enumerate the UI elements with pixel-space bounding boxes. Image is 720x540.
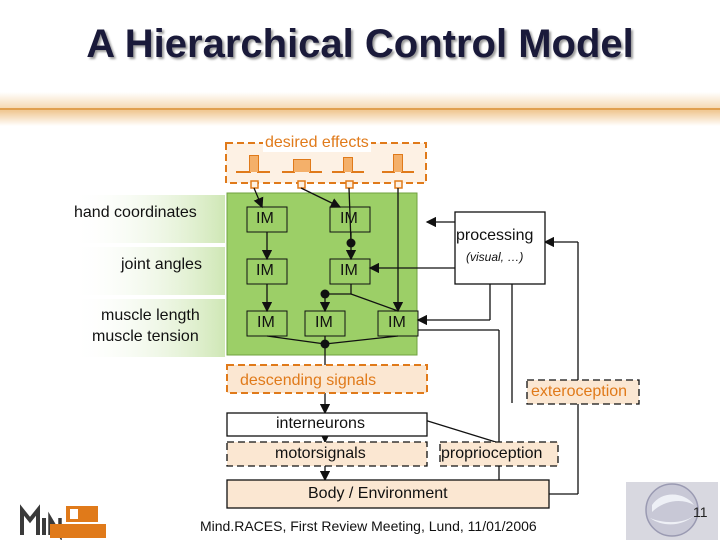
- im-label-5: IM: [257, 314, 275, 331]
- im-label-3: IM: [256, 262, 274, 279]
- processing-sub-label: (visual, …): [466, 250, 524, 264]
- page-number: 11: [693, 504, 708, 520]
- slide-title: A Hierarchical Control Model: [86, 22, 634, 66]
- proprioception-box: [439, 441, 559, 467]
- slide-footer: Mind.RACES, First Review Meeting, Lund, …: [200, 518, 537, 534]
- motorsignals-label: motorsignals: [275, 445, 366, 462]
- descending-signals-label: descending signals: [240, 372, 377, 389]
- im-box-5: [246, 310, 288, 337]
- exteroception-box: [526, 379, 640, 405]
- descending-signals-box: [226, 364, 428, 394]
- title-rule: [0, 108, 720, 110]
- im-label-2: IM: [340, 210, 358, 227]
- level-bg-hand: [70, 195, 225, 243]
- im-label-6: IM: [315, 314, 333, 331]
- proprioception-label: proprioception: [441, 445, 543, 462]
- body-environment-label: Body / Environment: [308, 485, 448, 502]
- level-muscle-tension: muscle tension: [92, 328, 199, 345]
- im-label-1: IM: [256, 210, 274, 227]
- level-muscle-length: muscle length: [101, 307, 200, 324]
- level-joint-angles: joint angles: [121, 256, 202, 273]
- exteroception-label: exteroception: [531, 383, 628, 400]
- desired-effects-pulses: [236, 154, 414, 173]
- level-hand-coordinates: hand coordinates: [74, 204, 197, 221]
- body-environment-box: [226, 479, 550, 509]
- university-seal: [626, 482, 718, 540]
- mindraces-logo: [18, 504, 106, 540]
- im-label-7: IM: [388, 314, 406, 331]
- motorsignals-box: [226, 441, 428, 467]
- level-bg-joint: [70, 247, 225, 295]
- processing-label: processing: [456, 227, 534, 244]
- interneurons-box: [226, 412, 428, 437]
- interneurons-label: interneurons: [276, 415, 365, 432]
- im-box-7: [377, 310, 419, 337]
- im-box-6: [304, 310, 346, 337]
- desired-effects-label: desired effects: [263, 134, 371, 152]
- level-bg-muscle: [70, 299, 225, 357]
- processing-box: [454, 211, 546, 285]
- im-label-4: IM: [340, 262, 358, 279]
